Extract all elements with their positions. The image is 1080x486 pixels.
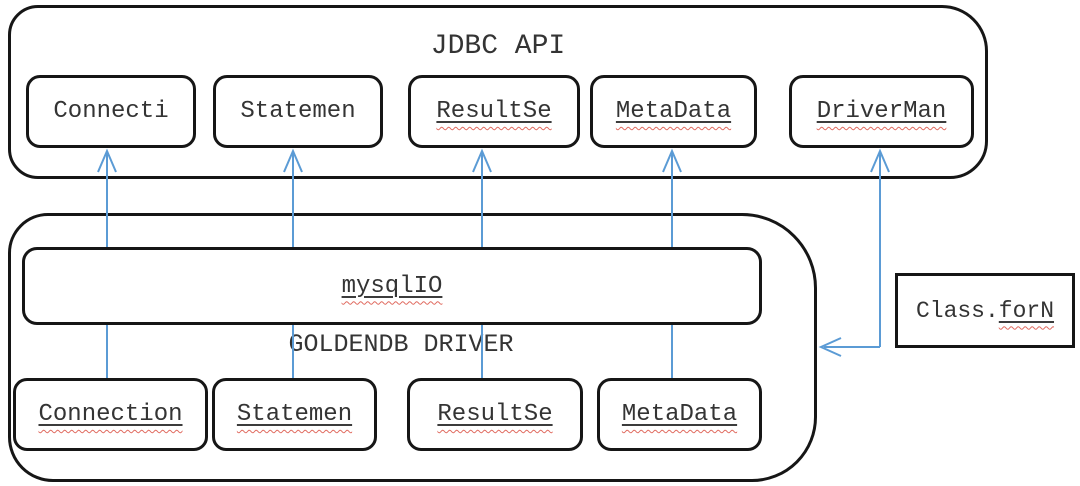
driver-box-resultset-label-wrap: ResultSe: [437, 401, 552, 428]
jdbc-box-connection-label: Connecti: [53, 98, 169, 125]
driver-box-statement-label-wrap: Statemen: [237, 401, 352, 428]
jdbc-box-resultset-label: ResultSe: [436, 98, 552, 125]
jdbc-api-title: JDBC API: [430, 31, 566, 62]
driver-box-resultset-label: ResultSe: [437, 401, 553, 428]
mysqlio-label: mysqlIO: [341, 272, 443, 300]
driver-box-connection-label-wrap: Connection: [38, 401, 182, 428]
class-forname-prefix: Class.: [915, 297, 999, 324]
driver-box-metadata-label: MetaData: [621, 401, 738, 428]
jdbc-box-resultset-label-wrap: ResultSe: [436, 98, 551, 125]
class-forname-suffix: forN: [998, 297, 1055, 324]
driver-box-metadata: MetaData: [597, 378, 762, 451]
goldendb-driver-title: GOLDENDB DRIVER: [288, 330, 514, 359]
driver-box-statement-label: Statemen: [236, 401, 353, 428]
arrow-classforname-left-head-icon: [818, 337, 842, 357]
mysqlio-label-wrap: mysqlIO: [342, 273, 443, 300]
driver-box-resultset: ResultSe: [407, 378, 583, 451]
jdbc-box-statement: Statemen: [213, 75, 383, 148]
jdbc-box-drivermanager-label: DriverMan: [816, 98, 947, 125]
driver-box-connection-label: Connection: [38, 401, 183, 428]
jdbc-box-drivermanager: DriverMan: [789, 75, 974, 148]
class-forname-suffix-wrap: forN: [999, 298, 1054, 324]
mysqlio-box: mysqlIO: [22, 247, 762, 325]
jdbc-box-metadata-label: MetaData: [615, 98, 732, 125]
jdbc-box-resultset: ResultSe: [408, 75, 580, 148]
driver-box-metadata-label-wrap: MetaData: [622, 401, 737, 428]
jdbc-box-metadata-label-wrap: MetaData: [616, 98, 731, 125]
jdbc-box-connection: Connecti: [26, 75, 196, 148]
jdbc-box-metadata: MetaData: [590, 75, 757, 148]
jdbc-box-drivermanager-label-wrap: DriverMan: [817, 98, 947, 125]
driver-box-connection: Connection: [13, 378, 208, 451]
jdbc-box-statement-label: Statemen: [240, 98, 356, 125]
goldendb-driver-container: GOLDENDB DRIVER: [8, 213, 817, 482]
jdbc-api-container: JDBC API: [8, 5, 988, 179]
class-forname-box: Class.forN: [895, 273, 1075, 348]
driver-box-statement: Statemen: [212, 378, 377, 451]
